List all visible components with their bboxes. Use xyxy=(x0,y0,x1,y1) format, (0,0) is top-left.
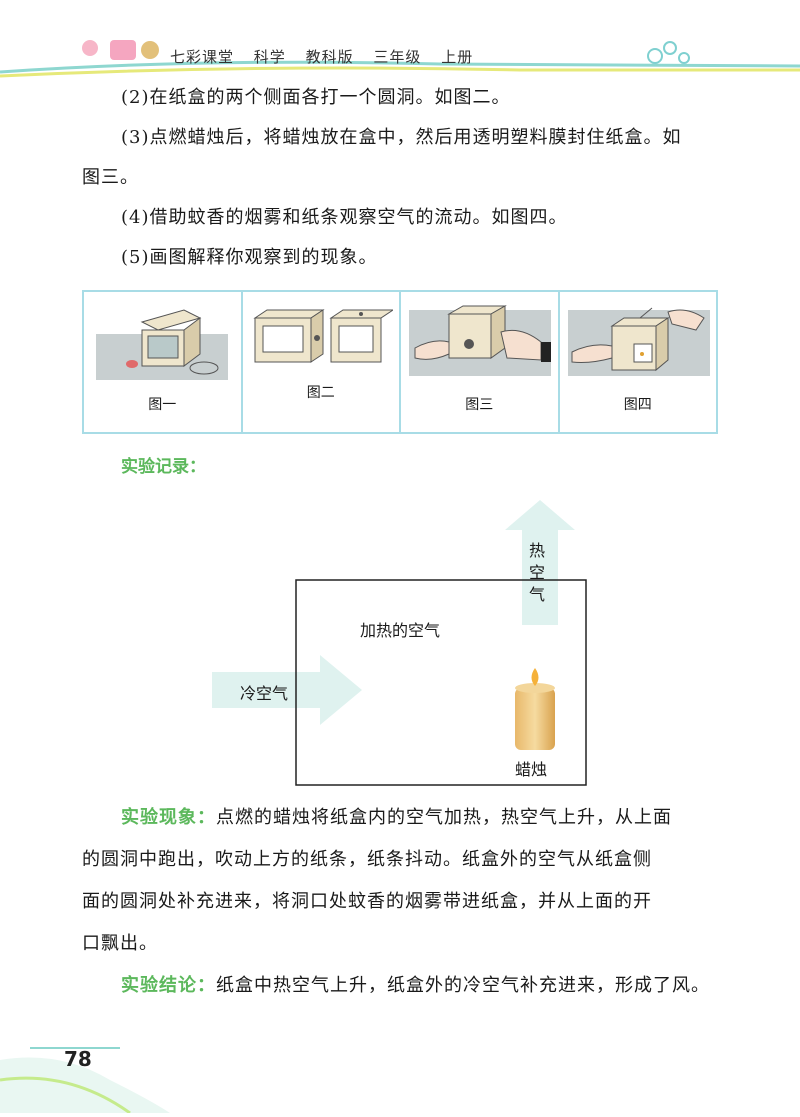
phenomenon-line-3: 面的圆洞处补充进来，将洞口处蚊香的烟雾带进纸盒，并从上面的开 xyxy=(82,891,652,912)
step-3: (3)点燃蜡烛后，将蜡烛放在盒中，然后用透明塑料膜封住纸盒。如 xyxy=(121,127,682,148)
experiment-diagram: 热空气 加热的空气 冷空气 蜡烛 xyxy=(0,500,800,800)
diagram-drawing xyxy=(212,500,587,786)
header-text: 七彩课堂 科学 教科版 三年级 上册 xyxy=(170,46,487,67)
page-header: 七彩课堂 科学 教科版 三年级 上册 xyxy=(0,0,800,80)
page-footer xyxy=(0,1020,800,1115)
edition-name: 教科版 xyxy=(305,48,354,66)
volume-name: 上册 xyxy=(441,48,474,66)
phenomenon-label: 实验现象： xyxy=(121,807,216,828)
hot-air-arrow xyxy=(505,500,575,625)
figure-3-illustration xyxy=(409,305,551,376)
figure-4-caption: 图四 xyxy=(623,397,652,413)
series-name: 七彩课堂 xyxy=(170,48,235,66)
figure-4-illustration xyxy=(567,307,710,376)
figure-table: 图一 图二 图三 xyxy=(82,290,718,434)
step-4: (4)借助蚊香的烟雾和纸条观察空气的流动。如图四。 xyxy=(121,207,568,228)
figure-3-caption: 图三 xyxy=(465,397,494,413)
step-2: (2)在纸盒的两个侧面各打一个圆洞。如图二。 xyxy=(121,87,511,108)
subject-name: 科学 xyxy=(253,48,286,66)
candle-flame xyxy=(531,668,539,686)
step-5: (5)画图解释你观察到的现象。 xyxy=(121,247,378,268)
conclusion-label: 实验结论： xyxy=(121,975,216,996)
figure-1-caption: 图一 xyxy=(148,397,177,413)
figure-2: 图二 xyxy=(243,292,401,432)
candle-body xyxy=(515,688,555,750)
phenomenon-line-2: 的圆洞中跑出，吹动上方的纸条，纸条抖动。纸盒外的空气从纸盒侧 xyxy=(82,849,652,870)
figure-2-illustration xyxy=(252,309,393,363)
page-number: 78 xyxy=(64,1047,92,1071)
record-label: 实验记录： xyxy=(121,457,206,477)
phenomenon-line-1: 实验现象：点燃的蜡烛将纸盒内的空气加热，热空气上升，从上面 xyxy=(121,798,672,838)
grade-name: 三年级 xyxy=(373,48,422,66)
figure-1: 图一 xyxy=(84,292,243,432)
candle-label: 蜡烛 xyxy=(515,760,548,779)
figure-4: 图四 xyxy=(560,292,717,432)
heated-air-label: 加热的空气 xyxy=(360,621,441,640)
step-3-cont: 图三。 xyxy=(82,167,139,188)
conclusion-line: 实验结论：纸盒中热空气上升，纸盒外的冷空气补充进来，形成了风。 xyxy=(121,966,710,1006)
phenomenon-text-1: 点燃的蜡烛将纸盒内的空气加热，热空气上升，从上面 xyxy=(216,807,672,828)
cold-air-arrow xyxy=(212,655,362,725)
box-outline xyxy=(295,579,587,786)
figure-1-illustration xyxy=(96,309,228,380)
footer-decoration xyxy=(0,1047,170,1115)
figure-3: 图三 xyxy=(401,292,560,432)
phenomenon-line-4: 口飘出。 xyxy=(82,933,158,954)
header-decoration xyxy=(0,40,800,78)
figure-2-caption: 图二 xyxy=(306,385,335,401)
conclusion-text: 纸盒中热空气上升，纸盒外的冷空气补充进来，形成了风。 xyxy=(216,975,710,996)
hot-air-label: 热空气 xyxy=(529,541,546,604)
cold-air-label: 冷空气 xyxy=(240,684,289,703)
